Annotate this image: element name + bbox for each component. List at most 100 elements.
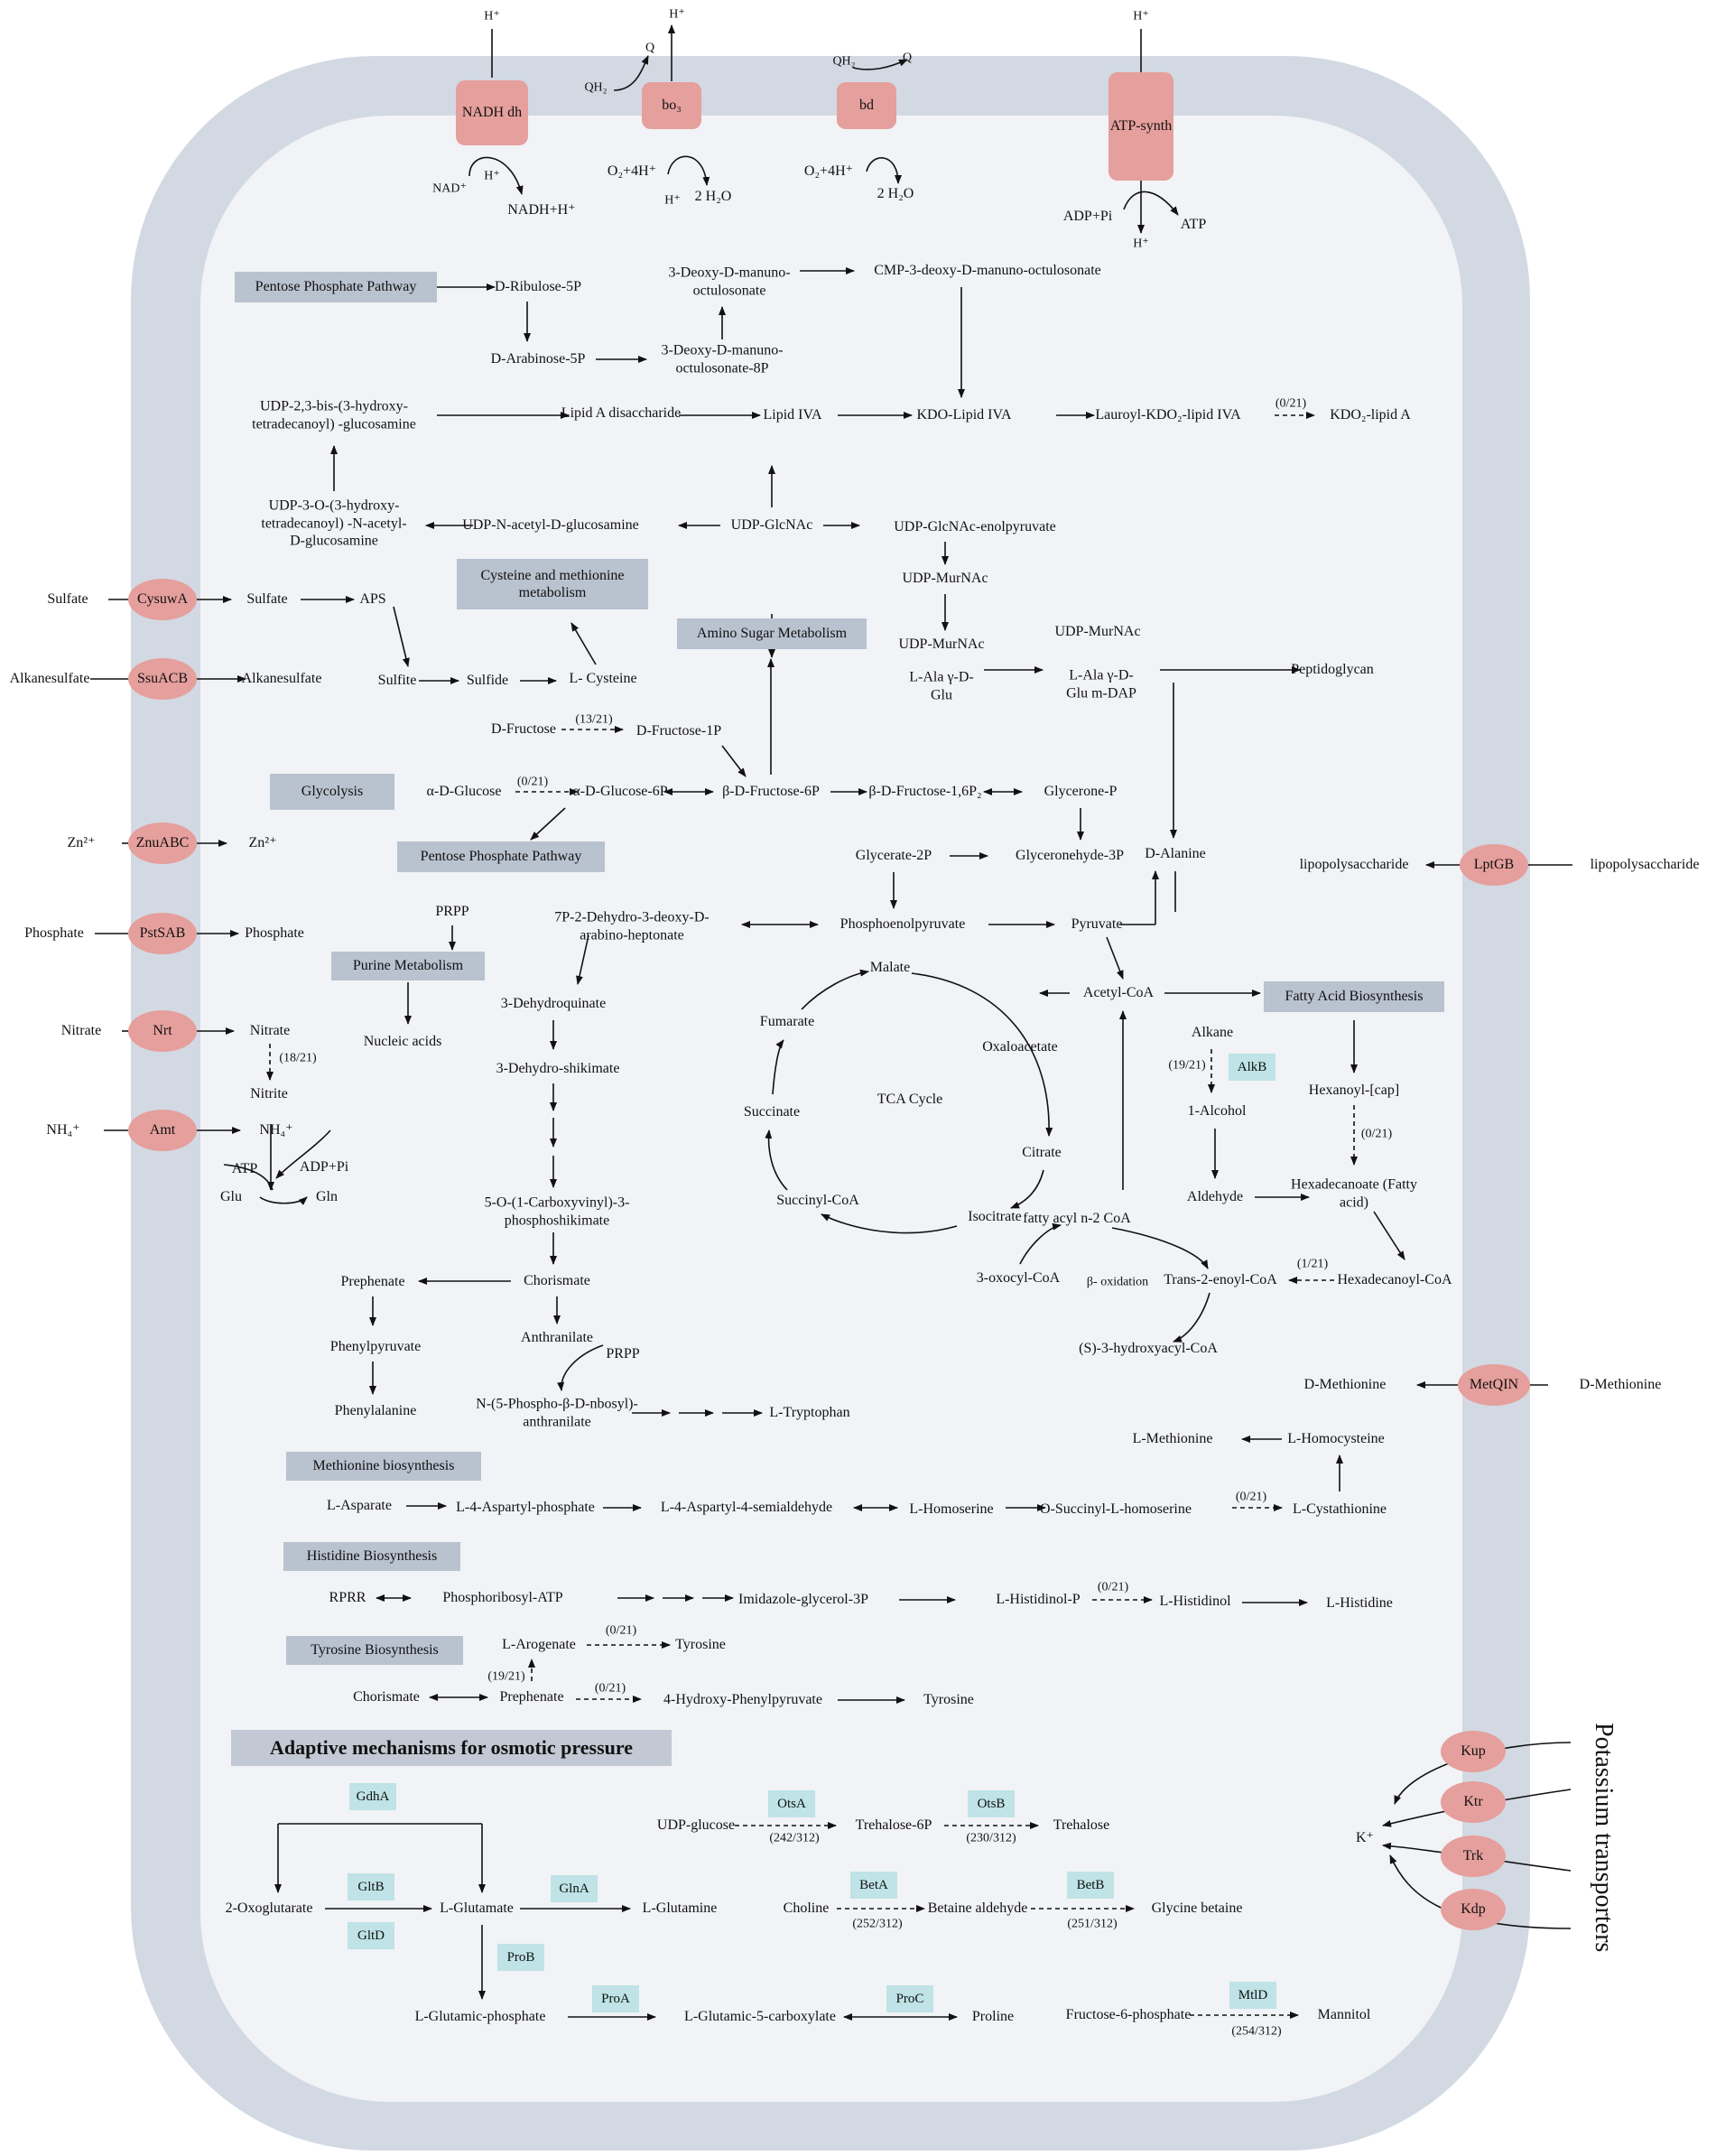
metabolite-b-oxidation: β- oxidation xyxy=(1086,1275,1149,1289)
arrow-51 xyxy=(393,606,410,667)
enzyme-gltb: GltB xyxy=(348,1873,394,1900)
curve-arrow-134 xyxy=(259,1196,308,1205)
curve-arrow-4 xyxy=(667,155,710,186)
metabolite-malate: Malate xyxy=(869,960,911,976)
bo3-h-out: H⁺ xyxy=(669,7,685,22)
outside-metqin: D-Methionine xyxy=(1579,1377,1662,1393)
curve-arrow-5 xyxy=(852,59,908,70)
enzyme-beta: BetA xyxy=(850,1872,897,1899)
enzyme-betb: BetB xyxy=(1067,1872,1114,1899)
ratio-betb: (251/312) xyxy=(1067,1917,1118,1931)
bo3-water: 2 H₂O xyxy=(694,189,732,205)
metabolite-l-glutamic-p: L-Glutamic-phosphate xyxy=(414,2009,546,2025)
metabolite-udp-murnac2: UDP-MurNAc xyxy=(898,637,985,653)
metabolite-udp-glcnac-enol: UDP-GlcNAc-enolpyruvate xyxy=(894,519,1056,535)
box-ppp-mid: Pentose Phosphate Pathway xyxy=(397,841,605,872)
outside-znuabc: Zn²⁺ xyxy=(67,835,96,851)
metabolite-dehydroshikimate: 3-Dehydro-shikimate xyxy=(496,1061,620,1077)
metabolite-glu: Glu xyxy=(220,1189,242,1205)
metabolite-atp: ATP xyxy=(231,1161,258,1177)
curve-arrow-1 xyxy=(468,156,524,195)
metabolite-n5p: N-(5-Phospho-β-D-nbosyl)-anthranilate xyxy=(476,1396,638,1429)
tca-cycle-label: TCA Cycle xyxy=(877,1092,943,1108)
metabolite-udp-glucose: UDP-glucose xyxy=(656,1817,736,1834)
metabolite-l-cysteine: L- Cysteine xyxy=(569,671,637,687)
metabolite-l-histidinol-p: L-Histidinol-P xyxy=(996,1592,1081,1608)
transporter-kup: Kup xyxy=(1441,1731,1506,1772)
enzyme-glna: GlnA xyxy=(551,1875,598,1902)
metabolite-d-alanine: D-Alanine xyxy=(1145,846,1206,862)
metabolite-deoxy-oct8p: 3-Deoxy-D-manuno-octulosonate-8P xyxy=(661,342,784,376)
metabolite-betaine-ald: Betaine aldehyde xyxy=(927,1900,1028,1917)
bo3-complex: bo₃ xyxy=(642,82,701,129)
metabolite-oxoglutarate: 2-Oxoglutarate xyxy=(225,1900,313,1917)
nad-plus: NAD⁺ xyxy=(432,181,467,196)
curve-arrow-142 xyxy=(801,969,869,1010)
metabolite-kdo-lipid: KDO-Lipid IVA xyxy=(916,407,1012,423)
metabolite-sulfide: Sulfide xyxy=(466,673,509,689)
metabolite-a-glucose: α-D-Glucose xyxy=(426,784,502,800)
curve-arrow-29 xyxy=(1389,1854,1572,1929)
enzyme-alkb: AlkB xyxy=(1229,1054,1275,1081)
metabolite-fatty-acyl: fatty acyl n-2 CoA xyxy=(1023,1211,1131,1227)
metabolite-chorismate2: Chorismate xyxy=(353,1689,420,1705)
arrow-77 xyxy=(1106,936,1124,980)
metabolite-lipid-iva: Lipid IVA xyxy=(763,407,822,423)
nadh-h-out: H⁺ xyxy=(484,9,500,23)
metabolite-fructose-6-phosphate: Fructose-6-phosphate xyxy=(1065,2007,1192,2023)
bo3-h-in: H⁺ xyxy=(664,193,681,208)
transporter-ktr: Ktr xyxy=(1441,1781,1506,1823)
curve-arrow-9 xyxy=(1123,191,1179,216)
ratio-otsa: (242/312) xyxy=(769,1831,820,1845)
metabolite-gln: Gln xyxy=(316,1189,338,1205)
metabolite-hexanoyl: Hexanoyl-[cap] xyxy=(1308,1083,1400,1099)
potassium-transporters-title: Potassium transporters xyxy=(1590,1723,1618,1953)
ratio-otsb: (230/312) xyxy=(966,1831,1016,1845)
inside-lptgb: lipopolysaccharide xyxy=(1299,857,1409,873)
transporter-metqin: MetQIN xyxy=(1458,1364,1530,1406)
metabolite-l-homocysteine: L-Homocysteine xyxy=(1287,1431,1385,1447)
enzyme-mtld: MtlD xyxy=(1229,1982,1276,2009)
metabolite-succinate: Succinate xyxy=(743,1104,801,1120)
curve-arrow-6 xyxy=(866,157,902,184)
metabolite-choline: Choline xyxy=(783,1900,830,1917)
cell-cytoplasm xyxy=(200,116,1462,2102)
metabolite-glycerate-2p: Glycerate-2P xyxy=(855,848,932,864)
atp-synthase-complex: ATP-synth xyxy=(1108,72,1173,181)
ratio-hexanoyl: (0/21) xyxy=(1360,1127,1393,1141)
arrow-86 xyxy=(1373,1211,1405,1260)
curve-arrow-135 xyxy=(223,1164,274,1191)
ratio-alkane: (19/21) xyxy=(1168,1058,1206,1073)
metabolite-prephenate2: Prephenate xyxy=(499,1689,564,1705)
metabolite-dehydroquinate: 3-Dehydroquinate xyxy=(500,996,607,1012)
metabolite-l-cystathionine: L-Cystathionine xyxy=(1293,1501,1387,1518)
metabolite-o-succ-homoserine: O-Succinyl-L-homoserine xyxy=(1040,1501,1192,1518)
metabolite-udp-bis: UDP-2,3-bis-(3-hydroxy-tetradecanoyl) -g… xyxy=(252,398,416,432)
box-met-bio: Methionine biosynthesis xyxy=(286,1452,481,1481)
metabolite-rprr: RPRR xyxy=(329,1590,366,1606)
metabolite-l-glutamic-5c: L-Glutamic-5-carboxylate xyxy=(684,2009,836,2025)
transporter-amt: Amt xyxy=(128,1110,197,1151)
metabolite-arabinose5p: D-Arabinose-5P xyxy=(490,351,586,367)
enzyme-otsa: OtsA xyxy=(768,1790,815,1817)
atp-atp: ATP xyxy=(1180,217,1207,233)
metabolite-l-glutamine: L-Glutamine xyxy=(642,1900,718,1917)
transporter-nrt: Nrt xyxy=(128,1010,197,1052)
metabolite-tyrosine1: Tyrosine xyxy=(675,1637,726,1653)
metabolite-deoxy-oct: 3-Deoxy-D-manuno-octulosonate xyxy=(668,265,791,298)
metabolite-imidazole: Imidazole-glycerol-3P xyxy=(738,1592,868,1608)
metabolite-glycerone-p: Glycerone-P xyxy=(1044,784,1118,800)
ratio-kdo2: (0/21) xyxy=(1275,396,1307,411)
bd-complex: bd xyxy=(837,82,896,129)
ratio-hexadecanoyl: (1/21) xyxy=(1296,1257,1329,1271)
metabolite-aldehyde: Aldehyde xyxy=(1186,1189,1244,1205)
metabolite-anthranilate: Anthranilate xyxy=(521,1330,593,1346)
metabolite-prephenate1: Prephenate xyxy=(340,1274,405,1290)
transporter-pstsab: PstSAB xyxy=(128,913,197,954)
metabolite-trehalose-6p: Trehalose-6P xyxy=(855,1817,932,1834)
ratio-histidinol: (0/21) xyxy=(1097,1580,1129,1594)
ratio-glucose: (0/21) xyxy=(516,775,549,789)
metabolite-alkane: Alkane xyxy=(1191,1025,1234,1041)
inside-ssuacb: Alkanesulfate xyxy=(241,671,322,687)
